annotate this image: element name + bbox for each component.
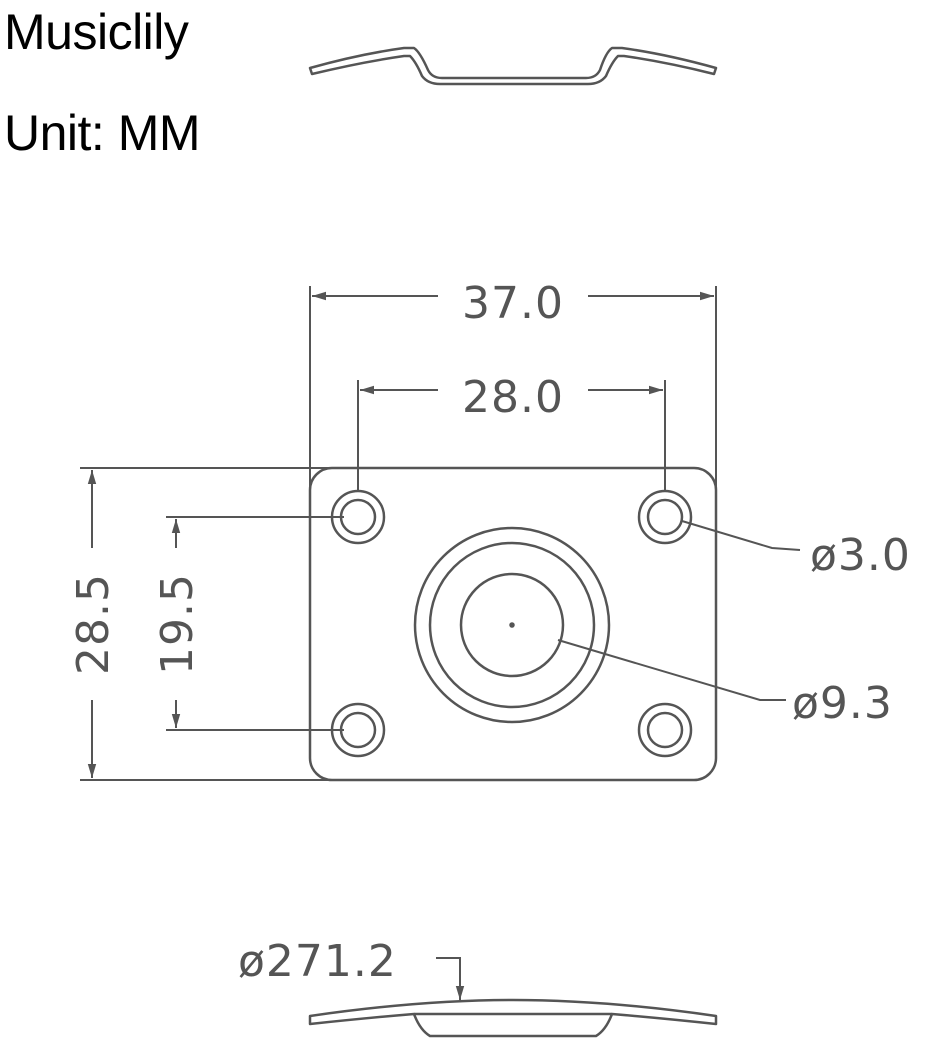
dim-hole-spacing-y: 19.5 — [152, 573, 203, 675]
dim-jack-hole-dia: ø9.3 — [792, 678, 893, 729]
dim-overall-width: 37.0 — [462, 278, 564, 329]
unit-label: Unit: MM — [4, 105, 201, 161]
jack-boss-inner — [428, 541, 596, 709]
dim-hole-spacing-x: 28.0 — [462, 372, 564, 423]
jack-boss-outer — [413, 526, 611, 724]
brand-name: Musiclily — [4, 4, 189, 60]
bottom-profile-view — [308, 998, 718, 1038]
dim-curve-radius: ø271.2 — [238, 936, 397, 987]
dim-screw-hole-dia: ø3.0 — [810, 530, 911, 581]
dimension-lines — [80, 286, 801, 1000]
plate-outline — [308, 466, 718, 782]
screw-hole-bottom-right — [637, 702, 693, 758]
top-profile-view — [308, 46, 718, 86]
dim-overall-height: 28.5 — [68, 573, 119, 675]
jack-hole — [459, 572, 565, 678]
plate-front-view — [308, 466, 718, 782]
